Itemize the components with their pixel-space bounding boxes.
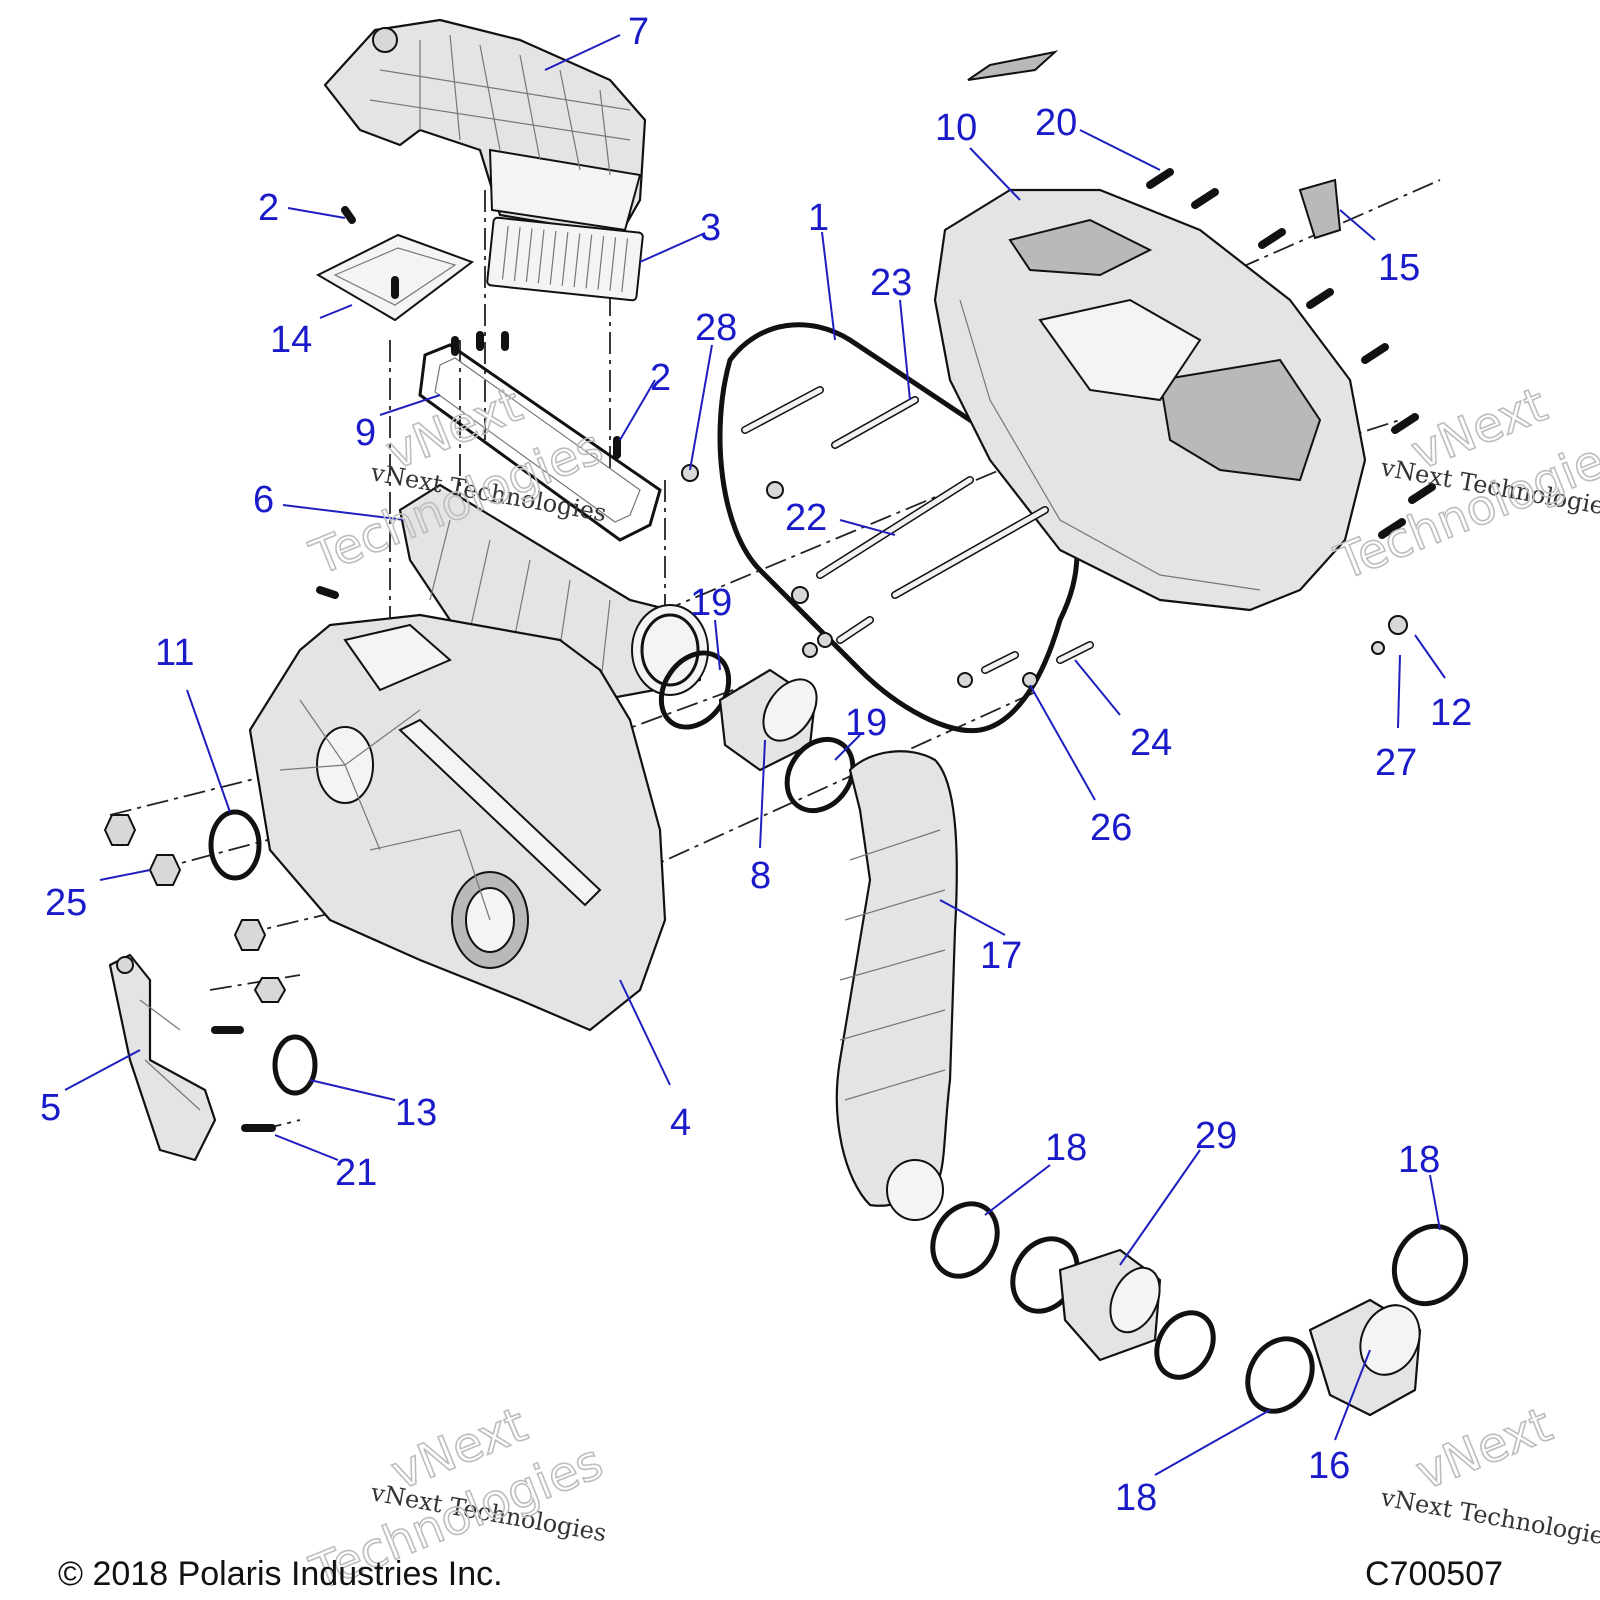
- filter-screen: [486, 216, 644, 302]
- clutch-cover-seal: [717, 322, 1080, 734]
- callout-23: 23: [870, 262, 912, 304]
- callout-1: 1: [808, 197, 829, 239]
- duct-gasket: [418, 343, 662, 542]
- inspection-cover: [315, 233, 475, 322]
- left-hardware: [103, 809, 318, 1132]
- callout-13: 13: [395, 1092, 437, 1134]
- callout-12: 12: [1430, 692, 1472, 734]
- leader-lines: [64, 34, 1446, 1476]
- callout-9: 9: [355, 412, 376, 454]
- callout-24: 24: [1130, 722, 1172, 764]
- bolts-long: [741, 386, 1094, 674]
- callout-19-b: 19: [845, 702, 887, 744]
- callout-25: 25: [45, 882, 87, 924]
- watermark-brand-bottom-right: vNext: [1409, 1397, 1560, 1501]
- callout-18-b: 18: [1398, 1139, 1440, 1181]
- callout-6: 6: [253, 479, 274, 521]
- watermark-text-bottom-right: vNext Technologies: [1378, 1483, 1600, 1552]
- callout-14: 14: [270, 319, 312, 361]
- decal-parts: [967, 50, 1342, 240]
- exhaust-tube: [835, 750, 958, 1221]
- callout-16: 16: [1308, 1445, 1350, 1487]
- callout-17: 17: [980, 935, 1022, 977]
- callout-labels: 7 2 3 14 9 6 2 28 1 23 22 10 20 15 19 19…: [40, 11, 1472, 1519]
- callout-20: 20: [1035, 102, 1077, 144]
- cover-screws: [316, 168, 1436, 599]
- callout-15: 15: [1378, 247, 1420, 289]
- callout-18-c: 18: [1115, 1477, 1157, 1519]
- copyright-text: © 2018 Polaris Industries Inc.: [58, 1555, 503, 1593]
- callout-8: 8: [750, 855, 771, 897]
- diagram-code: C700507: [1365, 1555, 1503, 1593]
- callout-22: 22: [785, 497, 827, 539]
- callout-26: 26: [1090, 807, 1132, 849]
- callout-5: 5: [40, 1087, 61, 1129]
- callout-27: 27: [1375, 742, 1417, 784]
- callout-4: 4: [670, 1102, 691, 1144]
- mount-bracket: [108, 953, 217, 1162]
- callout-28: 28: [695, 307, 737, 349]
- outer-clutch-cover: [933, 188, 1367, 612]
- couplers-upper: [658, 650, 856, 814]
- callout-2-b: 2: [650, 357, 671, 399]
- callout-29: 29: [1195, 1115, 1237, 1157]
- intake-duct-upper: [323, 18, 647, 237]
- couplers-lower: [930, 1201, 1469, 1417]
- callout-21: 21: [335, 1152, 377, 1194]
- washers: [681, 464, 1408, 688]
- callout-18: 18: [1045, 1127, 1087, 1169]
- callout-10: 10: [935, 107, 977, 149]
- callout-7: 7: [628, 11, 649, 53]
- inner-clutch-cover: [248, 613, 667, 1032]
- callout-11: 11: [155, 632, 194, 674]
- callout-19: 19: [690, 582, 732, 624]
- callout-3: 3: [700, 207, 721, 249]
- callout-2: 2: [258, 187, 279, 229]
